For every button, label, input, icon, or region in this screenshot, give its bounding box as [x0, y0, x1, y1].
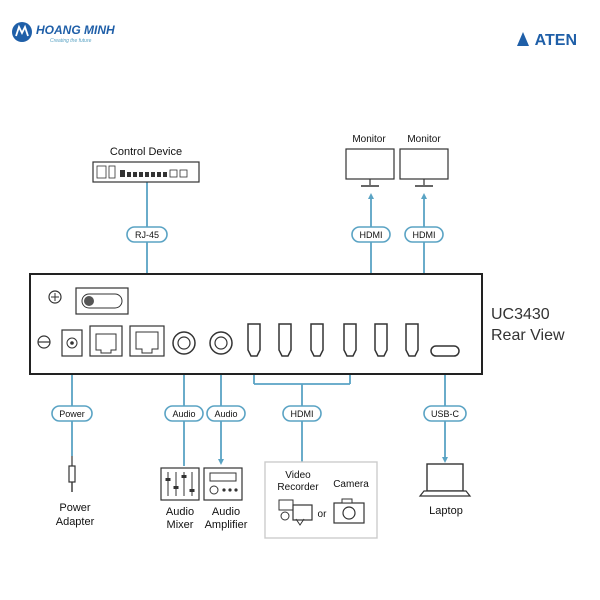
hoang-minh-logo-icon	[12, 22, 32, 42]
device-model: UC3430	[491, 306, 550, 323]
hdmi-port-icon	[374, 323, 388, 357]
power-pill: Power	[51, 405, 93, 422]
video-recorder-label-line2: Recorder	[277, 482, 319, 493]
ground-screw-icon	[37, 335, 51, 349]
control-device-label: Control Device	[110, 146, 182, 158]
aten-logo-text: ATEN	[535, 32, 577, 49]
monitor-icon	[345, 148, 395, 187]
hdmi-in-pill: HDMI	[282, 405, 322, 422]
hoang-minh-tagline: Creating the future	[50, 38, 92, 44]
amplifier-icon	[203, 467, 243, 501]
audio-jack-icon	[209, 331, 233, 355]
device-view: Rear View	[491, 327, 565, 344]
rj45-pill-label: RJ-45	[135, 230, 159, 240]
hdmi-out-2-pill-label: HDMI	[413, 230, 436, 240]
monitor-icon	[399, 148, 449, 187]
power-adapter-label-line2: Adapter	[56, 516, 95, 528]
laptop-label: Laptop	[429, 505, 463, 517]
hdmi-out-1-pill-label: HDMI	[360, 230, 383, 240]
audio-jack-icon	[172, 331, 196, 355]
hdmi-port-group	[247, 323, 419, 357]
plug-icon	[68, 456, 76, 492]
audio-mixer-label-line2: Mixer	[167, 519, 194, 531]
ground-screw-icon	[48, 290, 62, 304]
control-device-icon	[92, 161, 200, 183]
power-pill-label: Power	[59, 409, 85, 419]
audio-out-pill: Audio	[206, 405, 246, 422]
hdmi-port-icon	[405, 323, 419, 357]
audio-amplifier-label-line2: Amplifier	[205, 519, 248, 531]
hdmi-out-1-pill: HDMI	[351, 226, 391, 243]
aten-logo: ATEN	[517, 32, 577, 49]
camera-icon	[333, 498, 365, 524]
laptop-icon	[418, 463, 472, 497]
hdmi-in-pill-label: HDMI	[291, 409, 314, 419]
mixer-icon	[160, 467, 200, 501]
usbc-pill-label: USB-C	[431, 409, 460, 419]
rj11-port-icon	[89, 325, 123, 357]
audio-mixer-label-line1: Audio	[166, 506, 194, 518]
video-recorder-icon	[278, 499, 313, 526]
audio-amplifier-label-line1: Audio	[212, 506, 240, 518]
rj45-port-icon	[129, 325, 165, 357]
rj45-pill: RJ-45	[126, 226, 168, 243]
audio-out-pill-label: Audio	[214, 409, 237, 419]
audio-in-pill: Audio	[164, 405, 204, 422]
aten-logo-icon	[517, 32, 529, 46]
video-recorder-label-line1: Video	[285, 470, 311, 481]
power-switch-icon	[75, 287, 129, 315]
usbc-port-icon	[430, 345, 460, 357]
hdmi-out-2-pill: HDMI	[404, 226, 444, 243]
usbc-pill: USB-C	[423, 405, 467, 422]
hdmi-port-icon	[247, 323, 261, 357]
audio-in-pill-label: Audio	[172, 409, 195, 419]
hoang-minh-logo-text: HOANG MINH	[36, 23, 115, 37]
camera-label: Camera	[333, 479, 369, 490]
power-adapter-label-line1: Power	[59, 502, 91, 514]
hdmi-port-icon	[310, 323, 324, 357]
dc-jack-icon	[61, 329, 83, 357]
hdmi-port-icon	[343, 323, 357, 357]
monitor-1-label: Monitor	[352, 134, 386, 145]
hoang-minh-logo: HOANG MINH Creating the future	[12, 22, 115, 44]
hdmi-port-icon	[278, 323, 292, 357]
monitor-2-label: Monitor	[407, 134, 441, 145]
or-label: or	[318, 509, 328, 520]
